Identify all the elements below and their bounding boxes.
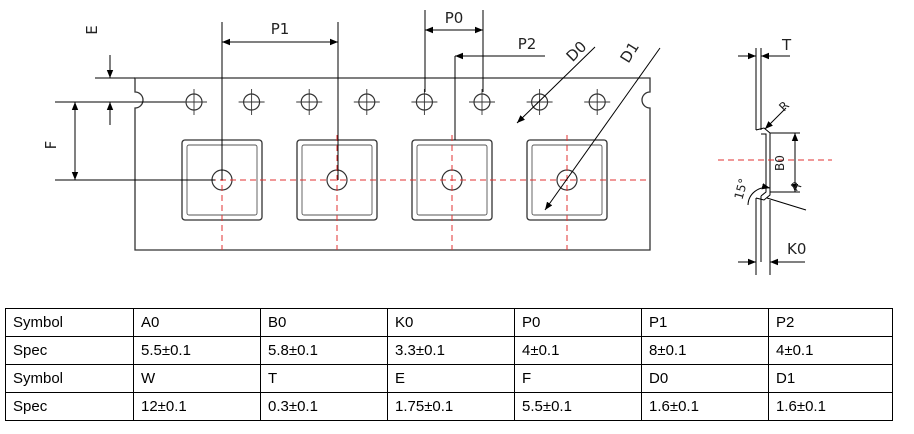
table-cell: 8±0.1 [641,336,769,365]
label-p1: P1 [271,20,290,38]
row-header-cell: Symbol [5,364,134,393]
pocket [296,135,378,250]
label-f: F [42,141,60,150]
label-k0: K0 [787,240,806,258]
dimension-e [95,55,135,125]
table-cell: 5.5±0.1 [133,336,261,365]
label-e: E [83,25,101,34]
dimension-p0 [424,10,484,92]
sprocket-holes [181,89,611,115]
table-cell: 1.6±0.1 [768,392,893,421]
table-cell: W [133,364,261,393]
sprocket-hole [411,89,438,115]
dimension-d0 [516,46,596,124]
label-d1: D1 [617,39,643,66]
label-p2: P2 [518,35,537,53]
dimension-d1 [544,47,661,211]
sprocket-hole [238,89,265,115]
table-cell: 0.3±0.1 [260,392,388,421]
sprocket-hole [181,89,207,115]
sprocket-hole [353,89,380,115]
table-cell: 4±0.1 [514,336,642,365]
table-cell: A0 [133,308,261,337]
label-b0: B0 [773,155,787,171]
table-cell: 5.8±0.1 [260,336,388,365]
table-cell: 1.6±0.1 [641,392,769,421]
table-cell: 5.5±0.1 [514,392,642,421]
table-cell: K0 [387,308,515,337]
pocket [526,135,608,250]
table-cell: D0 [641,364,769,393]
dimension-p1 [221,22,339,180]
carrier-tape [134,77,651,251]
component-pockets [181,135,608,250]
side-section-view [738,48,807,275]
label-r-top: R [776,98,792,114]
row-header-cell: Spec [5,392,134,421]
table-cell: T [260,364,388,393]
sprocket-hole [526,89,553,115]
label-d0: D0 [563,38,591,66]
table-cell: E [387,364,515,393]
table-cell: 3.3±0.1 [387,336,515,365]
table-cell: D1 [768,364,893,393]
tape-dimension-drawing: F E P1 P0 P2 D0 D1 [42,9,832,275]
sprocket-hole [584,89,611,115]
label-p0: P0 [445,9,464,27]
dimension-p2 [454,52,545,140]
table-cell: P1 [641,308,769,337]
table-cell: 4±0.1 [768,336,893,365]
table-cell: P2 [768,308,893,337]
pocket [411,135,493,250]
label-angle: 15° [732,177,751,201]
row-header-cell: Symbol [5,308,134,337]
row-header-cell: Spec [5,336,134,365]
table-cell: P0 [514,308,642,337]
table-cell: B0 [260,308,388,337]
table-cell: 1.75±0.1 [387,392,515,421]
sprocket-hole [296,89,323,115]
table-cell: F [514,364,642,393]
table-cell: 12±0.1 [133,392,261,421]
label-t: T [781,36,792,54]
sprocket-hole [469,89,495,115]
